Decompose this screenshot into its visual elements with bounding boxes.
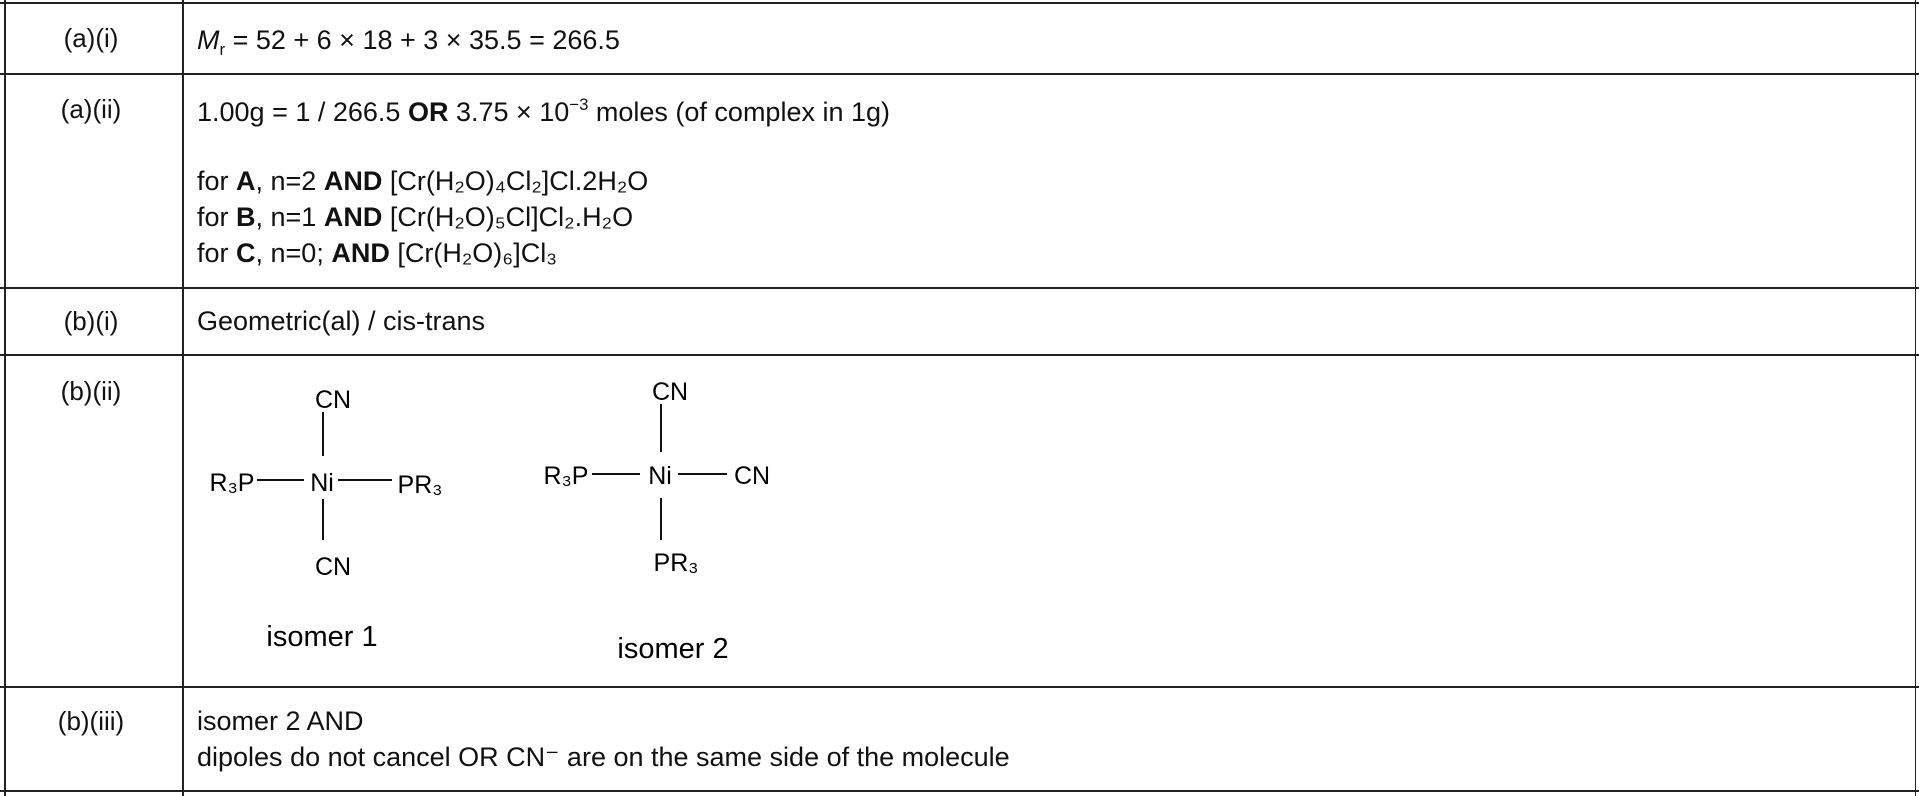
row-label: (a)(i) — [63, 23, 119, 53]
answer-line-1: isomer 2 AND — [197, 706, 364, 736]
isomer-2-caption: isomer 2 — [617, 633, 728, 665]
mr-calculation: Mr = 52 + 6 × 18 + 3 × 35.5 = 266.5 — [197, 25, 620, 58]
row-label: (b)(ii) — [60, 376, 122, 406]
row-label: (b)(iii) — [57, 706, 125, 736]
isomer-2-metal: Ni — [648, 462, 672, 490]
isomer-2-top-ligand: CN — [652, 378, 688, 406]
isomerism-type: Geometric(al) / cis-trans — [197, 306, 486, 336]
isomer-1-right-ligand: PR₃ — [398, 471, 443, 499]
moles-line: 1.00g = 1 / 266.5 OR 3.75 × 10−3 moles (… — [197, 95, 891, 127]
formula-line-C: for C, n=0; AND [Cr(H₂O)₆]Cl₃ — [197, 238, 558, 268]
isomer-1: CN R₃P Ni PR₃ CN isomer 1 — [210, 386, 443, 653]
row-divider — [0, 790, 1919, 792]
formula-line-A: for A, n=2 AND [Cr(H₂O)₄Cl₂]Cl.2H₂O — [197, 166, 649, 196]
row-label: (b)(i) — [63, 306, 119, 336]
isomer-1-metal: Ni — [310, 469, 334, 497]
table-border-top — [0, 2, 1919, 4]
formula-C: [Cr(H₂O)₆]Cl₃ — [397, 238, 558, 268]
mr-symbol: M — [197, 25, 220, 55]
isomer-2-right-ligand: CN — [734, 462, 770, 490]
column-divider — [182, 0, 184, 796]
mr-expression: = 52 + 6 × 18 + 3 × 35.5 = 266.5 — [225, 25, 620, 55]
formula-A: [Cr(H₂O)₄Cl₂]Cl.2H₂O — [389, 166, 649, 196]
table-border-right — [1915, 0, 1916, 796]
isomer-2-bottom-ligand: PR₃ — [654, 549, 699, 577]
isomer-1-bottom-ligand: CN — [315, 553, 351, 581]
row-divider — [0, 686, 1919, 688]
row-label: (a)(ii) — [60, 94, 122, 124]
mr-subscript: r — [219, 39, 226, 59]
isomer-1-caption: isomer 1 — [266, 621, 377, 653]
row-divider — [0, 73, 1919, 75]
formula-B: [Cr(H₂O)₅Cl]Cl₂.H₂O — [389, 202, 634, 232]
row-divider — [0, 287, 1919, 289]
formula-line-B: for B, n=1 AND [Cr(H₂O)₅Cl]Cl₂.H₂O — [197, 202, 634, 232]
answer-line-2: dipoles do not cancel OR CN⁻ are on the … — [197, 742, 1010, 772]
isomer-1-top-ligand: CN — [315, 386, 351, 414]
table-border-left — [4, 0, 6, 796]
isomer-2: CN R₃P Ni CN PR₃ isomer 2 — [544, 378, 771, 665]
row-divider — [0, 354, 1919, 356]
isomer-2-left-ligand: R₃P — [544, 462, 589, 490]
isomer-1-left-ligand: R₃P — [210, 469, 255, 497]
